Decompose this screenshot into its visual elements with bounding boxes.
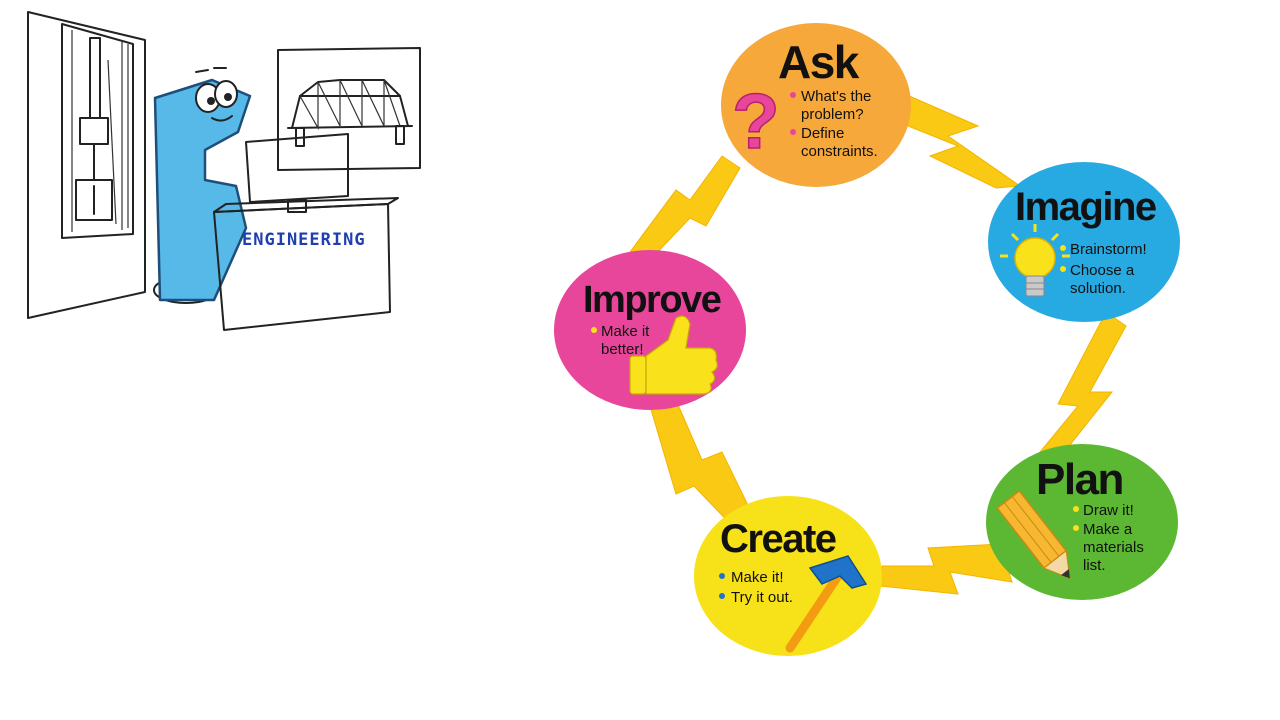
bridge-drawing: [277, 47, 421, 171]
bolt-ask-imagine: [887, 91, 1022, 189]
ask-bullet-1: What's the: [801, 88, 871, 105]
engineering-label: ENGINEERING: [242, 230, 366, 250]
hammer-icon: [785, 555, 868, 653]
computer-monitor: [245, 133, 349, 213]
ask-bubble: [721, 23, 911, 187]
imagine-bullet-2: Choose a: [1070, 262, 1135, 279]
plan-bullet-2: Make a: [1083, 521, 1133, 538]
improve-bullet-1: Make it: [601, 323, 650, 340]
plan-bullet-1: Draw it!: [1083, 502, 1134, 519]
stage-create: Create Make it! Try it out.: [694, 496, 882, 656]
create-bullet-1: Make it!: [731, 569, 784, 586]
cycle-connectors: [629, 91, 1127, 595]
imagine-bullet-1: Brainstorm!: [1070, 241, 1147, 258]
create-title: Create: [720, 517, 836, 561]
engineering-desk: ENGINEERING: [213, 197, 399, 331]
stage-plan: Plan Draw it! Make a materials list.: [986, 444, 1178, 600]
bolt-improve-ask: [629, 155, 741, 259]
engineering-illustration: ENGINEERING: [27, 11, 421, 331]
testing-machine: [27, 11, 146, 319]
ask-title: Ask: [778, 36, 860, 88]
plan-bullet-2b: materials: [1083, 539, 1144, 556]
bolt-imagine-plan: [1039, 311, 1127, 461]
imagine-title: Imagine: [1015, 185, 1156, 229]
stage-imagine: Imagine Brainstorm! Choose a solution.: [988, 162, 1180, 322]
create-bullet-2: Try it out.: [731, 589, 793, 606]
mascot-character: [153, 67, 252, 304]
improve-bullet-1b: better!: [601, 341, 644, 358]
pencil-icon: [996, 489, 1071, 580]
create-bubble: [694, 496, 882, 656]
bolt-plan-create: [879, 543, 1013, 595]
plan-bubble: [986, 444, 1178, 600]
question-mark-icon: ?: [731, 76, 780, 166]
ask-bullet-2b: constraints.: [801, 143, 878, 160]
lightbulb-icon: [1000, 224, 1070, 297]
stage-improve: Improve Make it better!: [554, 250, 746, 410]
thumbs-up-icon: [629, 315, 718, 395]
stage-ask: Ask ? What's the problem? Define constra…: [721, 23, 911, 187]
ask-bullet-2: Define: [801, 125, 844, 142]
improve-title: Improve: [583, 279, 721, 321]
imagine-bullet-2b: solution.: [1070, 280, 1126, 297]
ask-bullet-1b: problem?: [801, 106, 864, 123]
svg-text:?: ?: [732, 77, 780, 165]
plan-title: Plan: [1036, 455, 1123, 504]
plan-bullet-2c: list.: [1083, 557, 1106, 574]
